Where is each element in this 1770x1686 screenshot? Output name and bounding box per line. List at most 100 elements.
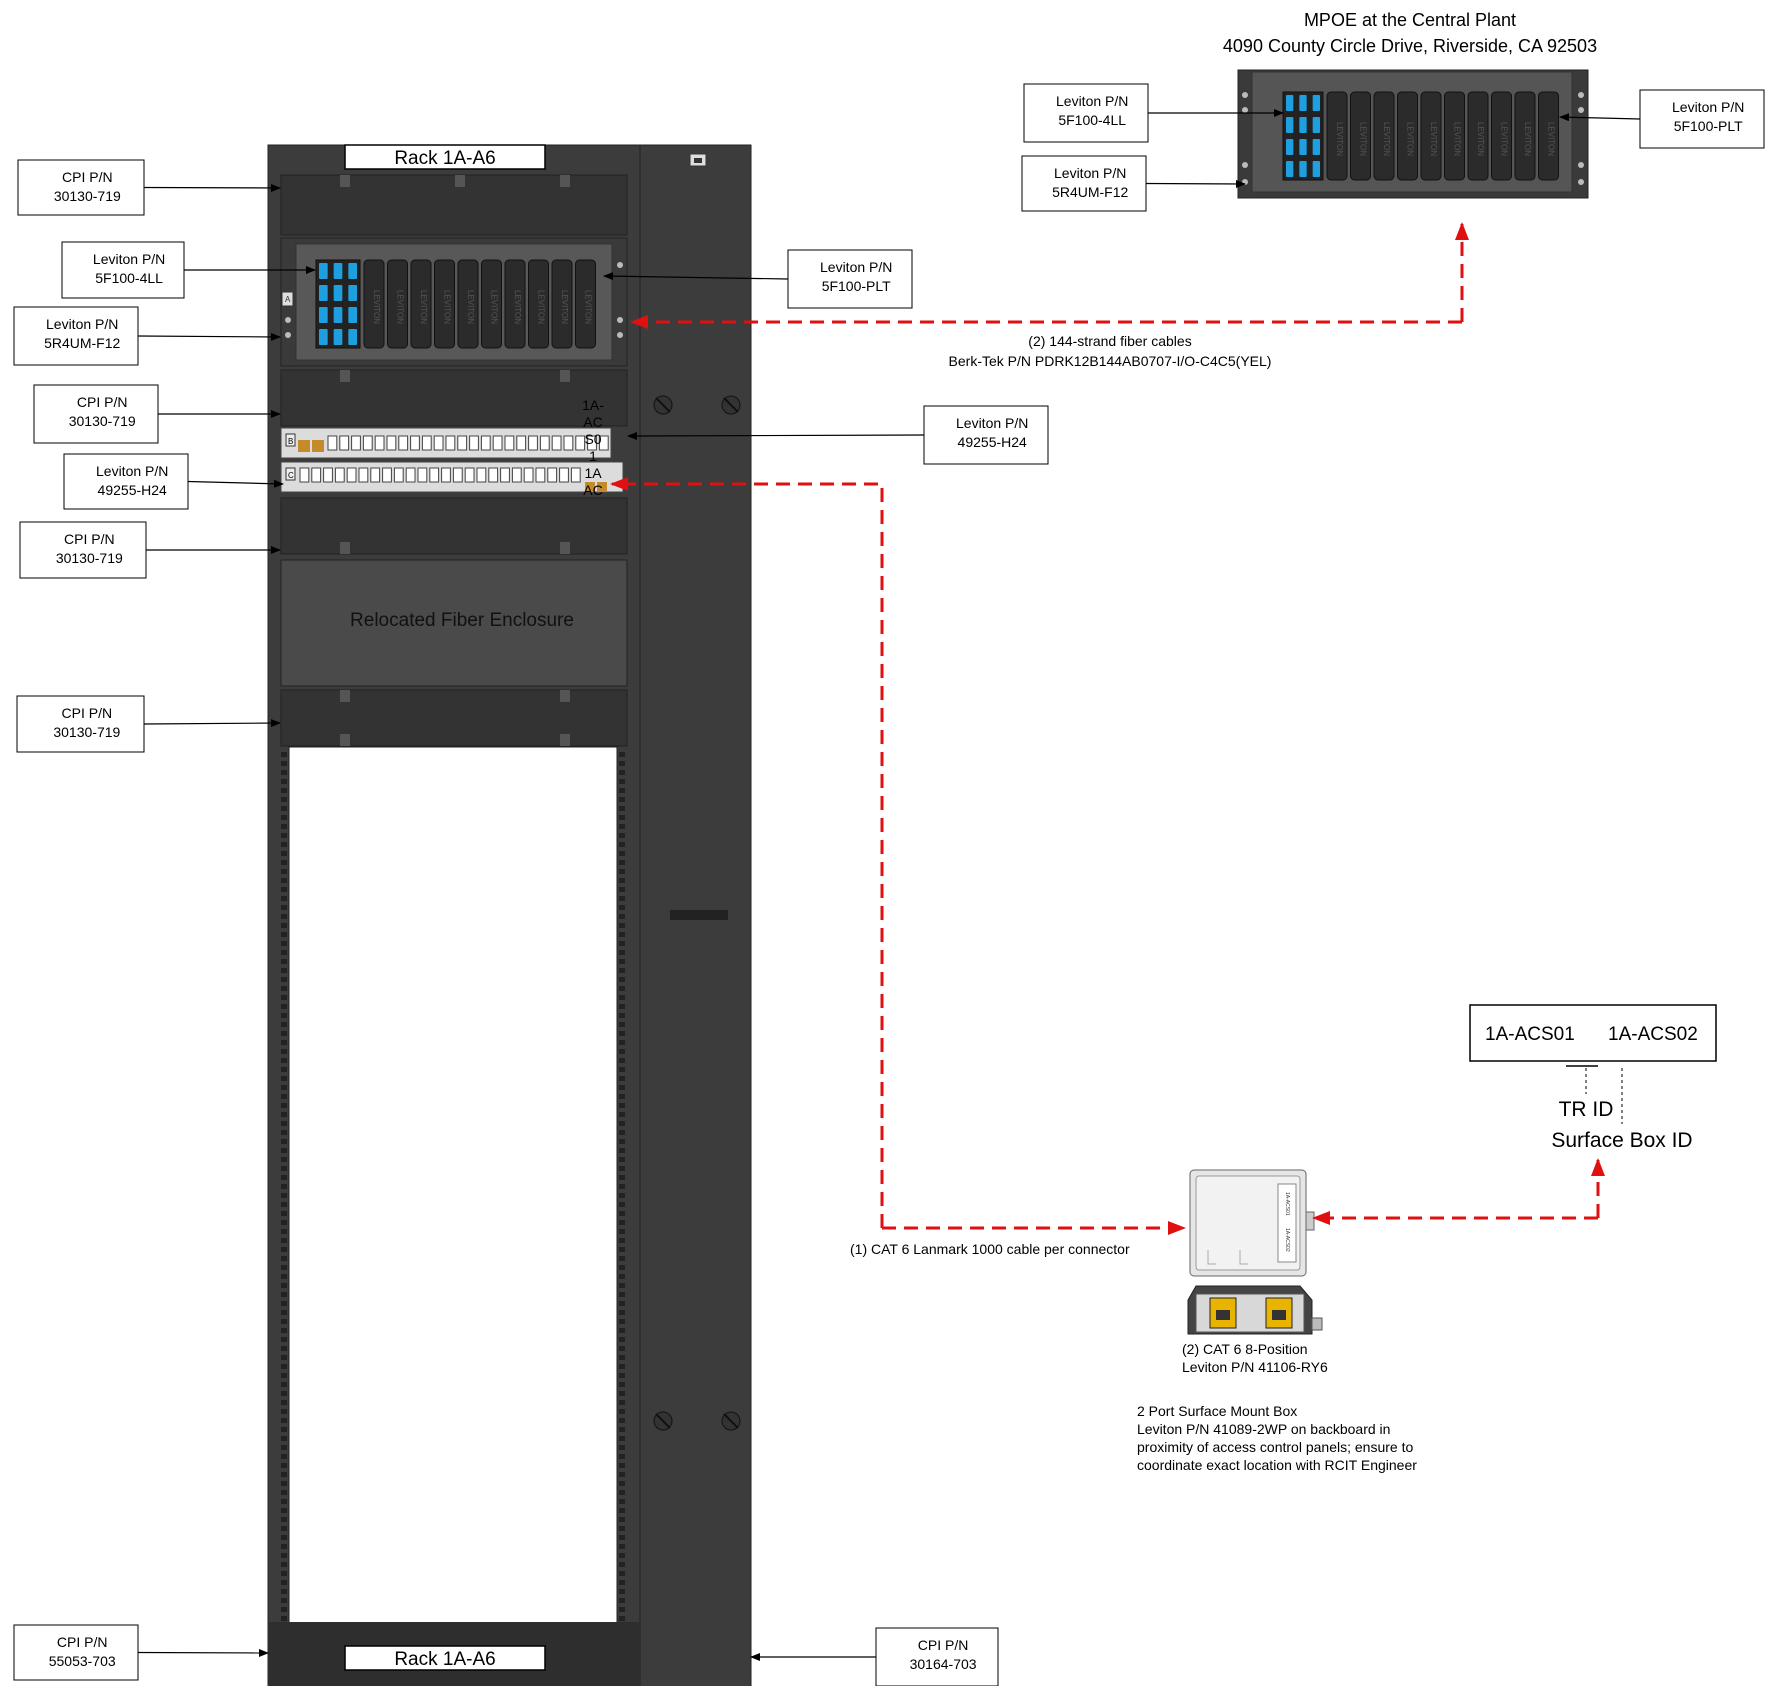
mount-hole — [281, 1571, 287, 1576]
patch-panel-c-ports — [299, 467, 581, 483]
jack-line1: (2) CAT 6 8-Position — [1182, 1341, 1308, 1357]
patch-port — [488, 467, 499, 483]
mount-hole — [281, 1013, 287, 1018]
surface-box-line3: proximity of access control panels; ensu… — [1137, 1439, 1413, 1455]
mount-hole — [281, 1580, 287, 1585]
mount-hole — [619, 1454, 625, 1459]
mount-hole — [281, 842, 287, 847]
mount-hole — [281, 1085, 287, 1090]
mount-hole — [619, 1283, 625, 1288]
patch-port — [504, 435, 515, 451]
patch-port — [398, 435, 409, 451]
mount-hole — [281, 896, 287, 901]
plate-brand: LEVITON — [1406, 122, 1415, 156]
relocated-enclosure-label: Relocated Fiber Enclosure — [350, 610, 574, 631]
patch-port — [351, 435, 361, 451]
mount-hole — [281, 1364, 287, 1369]
fiber-adapter — [1286, 139, 1294, 155]
mount-hole — [281, 905, 287, 910]
jack-line2: Leviton P/N 41106-RY6 — [1182, 1359, 1328, 1375]
mount-hole — [281, 986, 287, 991]
plate-brand: LEVITON — [1429, 122, 1438, 156]
mount-hole — [619, 1526, 625, 1531]
mount-hole — [619, 887, 625, 892]
svg-text:1A-: 1A- — [582, 397, 604, 413]
mount-hole — [619, 1022, 625, 1027]
mount-hole — [619, 1373, 625, 1378]
blank-plate — [1326, 91, 1348, 181]
mount-hole — [281, 959, 287, 964]
patch-port — [441, 467, 451, 483]
mount-hole — [281, 1607, 287, 1612]
mount-hole — [619, 1247, 625, 1252]
callout-line1: Leviton P/N — [93, 251, 165, 267]
mount-hole — [281, 1283, 287, 1288]
mount-hole — [619, 1481, 625, 1486]
blank-plate — [387, 259, 408, 349]
plate-brand: LEVITON — [1523, 122, 1532, 156]
fiber-cable-line1: (2) 144-strand fiber cables — [1028, 333, 1191, 349]
callout-line2: 30130-719 — [53, 724, 120, 740]
relocated-fiber-enclosure: Relocated Fiber Enclosure — [280, 559, 628, 687]
mount-hole — [281, 1319, 287, 1324]
mount-hole — [281, 1202, 287, 1207]
mount-hole — [281, 1598, 287, 1603]
fiber-adapter — [1299, 117, 1307, 133]
mount-hole — [619, 1139, 625, 1144]
mount-hole — [619, 1517, 625, 1522]
patch-port — [339, 435, 350, 451]
cable-manager-3 — [280, 497, 628, 555]
mount-hole — [619, 842, 625, 847]
fiber-adapter — [333, 285, 343, 301]
patch-port — [362, 435, 373, 451]
callout-leader — [137, 332, 281, 341]
callout-line2: 5R4UM-F12 — [44, 335, 120, 351]
patch-port — [433, 435, 444, 451]
patch-port — [410, 435, 420, 451]
callout-line1: CPI P/N — [57, 1634, 108, 1650]
patch-port — [421, 435, 432, 451]
callout-line2: 30130-719 — [54, 188, 121, 204]
mount-hole — [619, 752, 625, 757]
callout-leader — [603, 272, 789, 281]
mount-hole — [281, 788, 287, 793]
switch-label-acs01: 1A- AC S0 1 — [582, 397, 604, 464]
mount-hole — [281, 752, 287, 757]
patch-panel-b: B — [280, 427, 612, 459]
surface-box-line1: 2 Port Surface Mount Box — [1137, 1403, 1297, 1419]
mount-hole — [281, 1238, 287, 1243]
plate-brand: LEVITON — [1335, 122, 1344, 156]
mount-hole — [281, 1391, 287, 1396]
fiber-adapter — [1312, 95, 1320, 111]
mount-hole — [619, 1535, 625, 1540]
mount-hole — [619, 1607, 625, 1612]
mount-hole — [619, 1220, 625, 1225]
blank-plate — [551, 259, 573, 349]
callout-line2: 5R4UM-F12 — [1052, 184, 1128, 200]
mount-hole — [619, 1040, 625, 1045]
mount-hole — [281, 1445, 287, 1450]
mount-hole — [281, 1229, 287, 1234]
mount-hole — [619, 1130, 625, 1135]
mount-hole — [281, 1022, 287, 1027]
mount-hole — [619, 1229, 625, 1234]
mount-hole — [281, 1427, 287, 1432]
patch-port — [563, 435, 574, 451]
callout-line2: 30130-719 — [69, 413, 136, 429]
blank-plate — [1491, 91, 1512, 181]
fiber-adapter — [1286, 161, 1294, 177]
mount-hole — [281, 1130, 287, 1135]
patch-panel-c: C — [280, 461, 624, 493]
mount-hole — [281, 1004, 287, 1009]
blank-plate — [481, 259, 502, 349]
mount-hole — [619, 1463, 625, 1468]
callout-line2: 55053-703 — [49, 1653, 116, 1669]
mount-hole — [619, 932, 625, 937]
plate-brand: LEVITON — [1547, 122, 1556, 156]
svg-text:1: 1 — [589, 448, 597, 464]
mount-hole — [619, 1310, 625, 1315]
